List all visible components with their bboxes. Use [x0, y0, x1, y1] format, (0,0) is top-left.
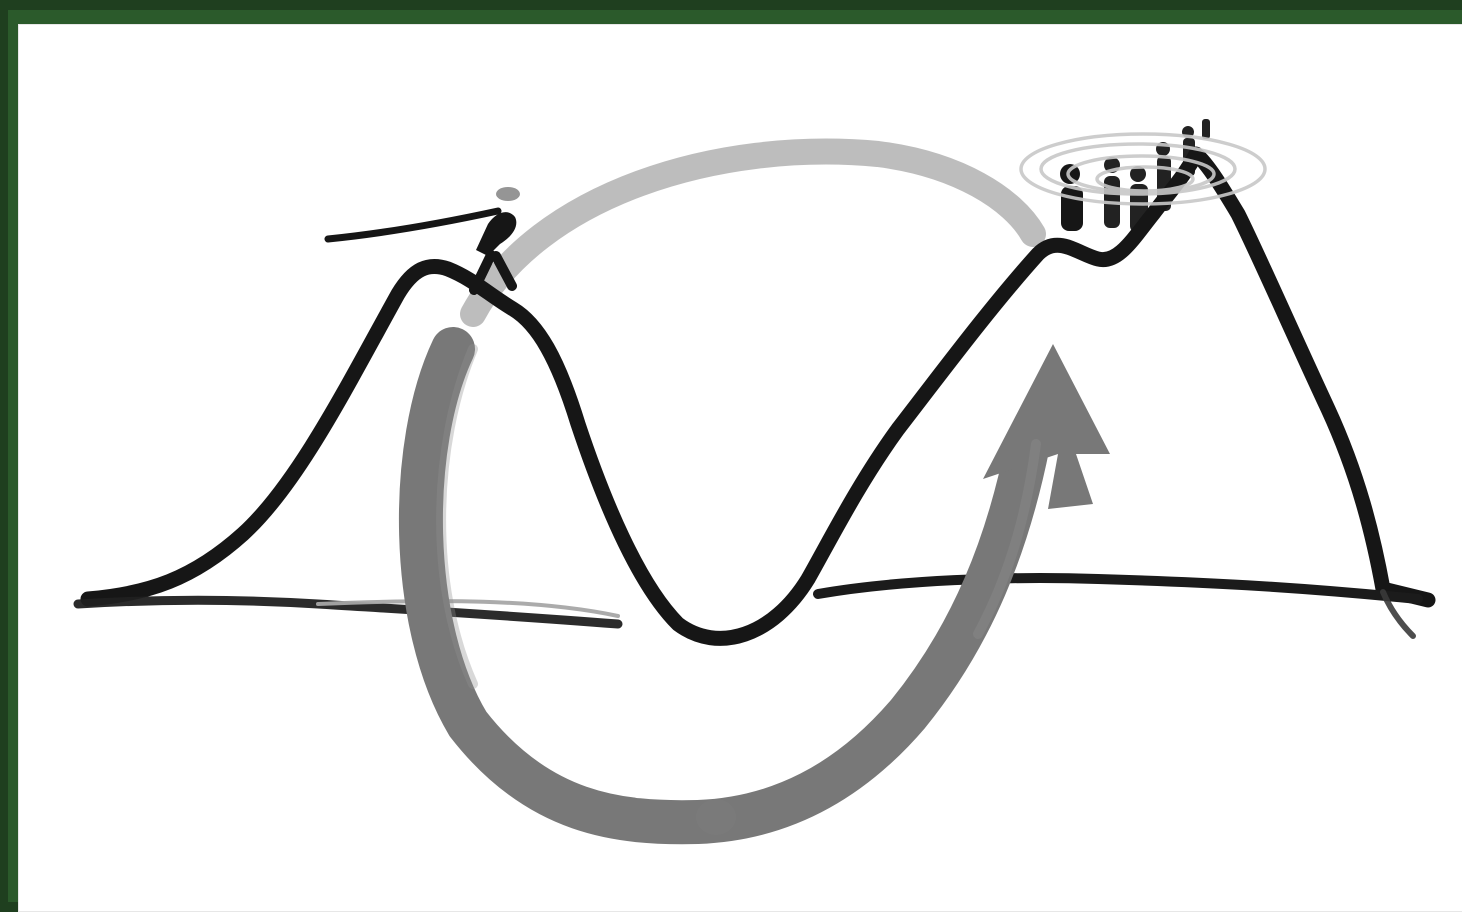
main-mountain-outline [88, 154, 1428, 638]
illustration-canvas [18, 24, 1462, 912]
bottom-dot [696, 799, 736, 835]
spear-stroke [328, 211, 498, 239]
ground-line-right [818, 578, 1418, 599]
mountain-journey-illustration [18, 24, 1462, 912]
upper-gray-arc [473, 152, 1033, 314]
